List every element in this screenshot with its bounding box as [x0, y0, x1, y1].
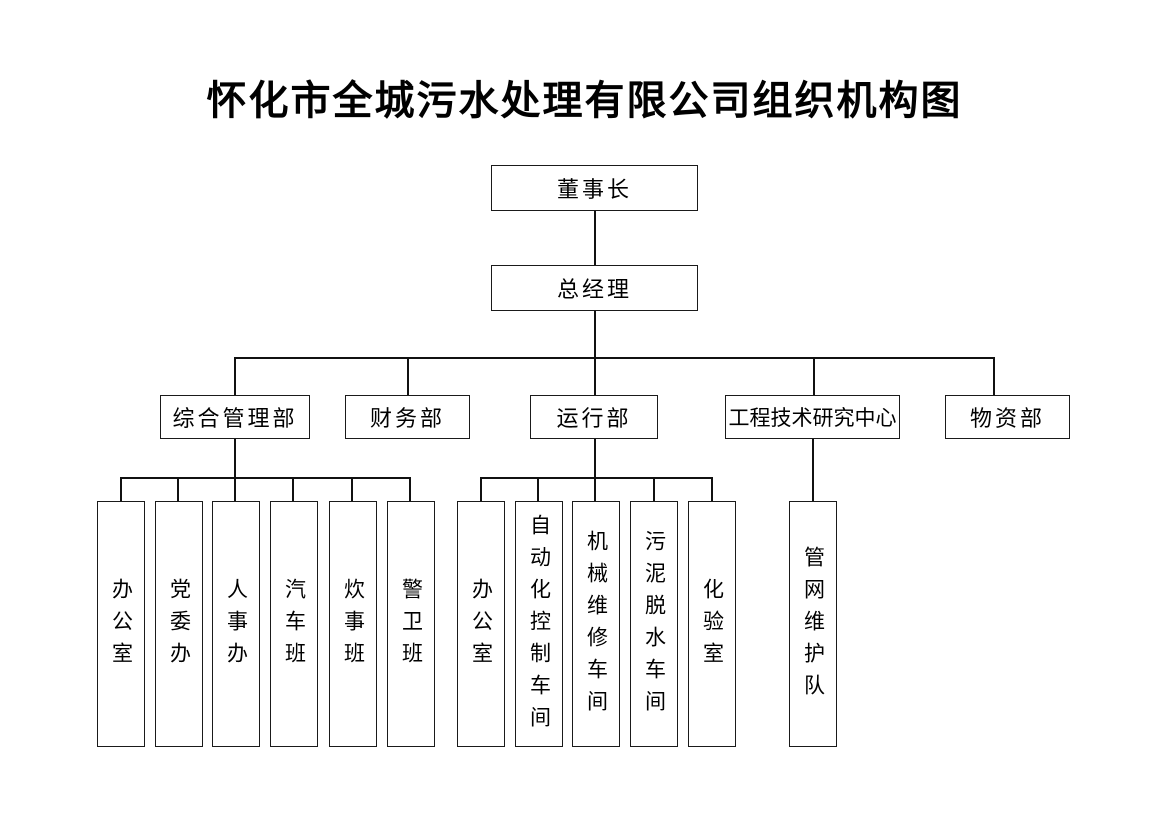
node-unit-label: 办公室 [109, 578, 134, 674]
connector-operation-units-bus [481, 477, 713, 479]
node-unit-mechanical-maintenance-workshop[interactable]: 机械维修车间 [572, 501, 620, 747]
connector-drop-admin-4 [292, 477, 294, 502]
connector-drop-operation-4 [653, 477, 655, 502]
node-unit-laboratory[interactable]: 化验室 [688, 501, 736, 747]
connector-comprehensive-management-down [234, 439, 236, 478]
node-unit-automation-control-workshop[interactable]: 自动化控制车间 [515, 501, 563, 747]
node-chairman[interactable]: 董事长 [491, 165, 698, 211]
node-unit-label: 污泥脱水车间 [642, 530, 667, 722]
node-unit-label: 自动化控制车间 [527, 514, 552, 738]
node-unit-label: 办公室 [469, 578, 494, 674]
node-unit-catering-team[interactable]: 炊事班 [329, 501, 377, 747]
node-department-comprehensive-management[interactable]: 综合管理部 [160, 395, 310, 439]
connector-admin-units-bus [121, 477, 411, 479]
node-unit-vehicle-team[interactable]: 汽车班 [270, 501, 318, 747]
connector-drop-admin-2 [177, 477, 179, 502]
connector-department-bus [235, 357, 995, 359]
node-unit-label: 管网维护队 [801, 546, 826, 706]
node-unit-label: 化验室 [700, 578, 725, 674]
node-department-operations[interactable]: 运行部 [530, 395, 658, 439]
node-department-materials[interactable]: 物资部 [945, 395, 1070, 439]
node-unit-pipeline-maintenance-team[interactable]: 管网维护队 [789, 501, 837, 747]
connector-drop-admin-3 [234, 477, 236, 502]
node-department-label: 物资部 [969, 407, 1045, 432]
node-unit-label: 机械维修车间 [584, 530, 609, 722]
node-department-label: 财务部 [369, 407, 445, 432]
node-chairman-label: 董事长 [556, 178, 632, 203]
page-title: 怀化市全城污水处理有限公司组织机构图 [206, 77, 963, 124]
connector-drop-dept-4 [813, 357, 815, 395]
connector-drop-dept-2 [407, 357, 409, 395]
connector-drop-operation-1 [480, 477, 482, 502]
node-department-label: 工程技术研究中心 [728, 406, 897, 430]
node-department-label: 运行部 [556, 407, 632, 432]
connector-drop-operation-5 [711, 477, 713, 502]
node-unit-security-team[interactable]: 警卫班 [387, 501, 435, 747]
node-unit-label: 人事办 [224, 578, 249, 674]
connector-drop-operation-2 [537, 477, 539, 502]
node-department-engineering-research-center[interactable]: 工程技术研究中心 [725, 395, 900, 439]
node-department-finance[interactable]: 财务部 [345, 395, 470, 439]
connector-drop-admin-1 [120, 477, 122, 502]
connector-drop-dept-3 [594, 357, 596, 395]
connector-drop-dept-5 [993, 357, 995, 395]
connector-drop-admin-6 [409, 477, 411, 502]
node-unit-label: 炊事班 [341, 578, 366, 674]
node-general-manager[interactable]: 总经理 [491, 265, 698, 311]
node-unit-party-committee-office[interactable]: 党委办 [155, 501, 203, 747]
node-unit-label: 警卫班 [399, 578, 424, 674]
node-unit-sludge-dewatering-workshop[interactable]: 污泥脱水车间 [630, 501, 678, 747]
connector-engineering-to-pipeline-team [812, 439, 814, 502]
node-unit-personnel-office[interactable]: 人事办 [212, 501, 260, 747]
node-department-label: 综合管理部 [172, 407, 298, 432]
connector-general-manager-down [594, 311, 596, 358]
connector-drop-operation-3 [594, 477, 596, 502]
node-unit-label: 党委办 [167, 578, 192, 674]
connector-drop-admin-5 [351, 477, 353, 502]
connector-chairman-to-general-manager [594, 211, 596, 265]
node-general-manager-label: 总经理 [556, 278, 632, 303]
node-unit-label: 汽车班 [282, 578, 307, 674]
node-unit-office-admin[interactable]: 办公室 [97, 501, 145, 747]
connector-drop-dept-1 [234, 357, 236, 395]
node-unit-office-operations[interactable]: 办公室 [457, 501, 505, 747]
connector-operations-down [594, 439, 596, 478]
